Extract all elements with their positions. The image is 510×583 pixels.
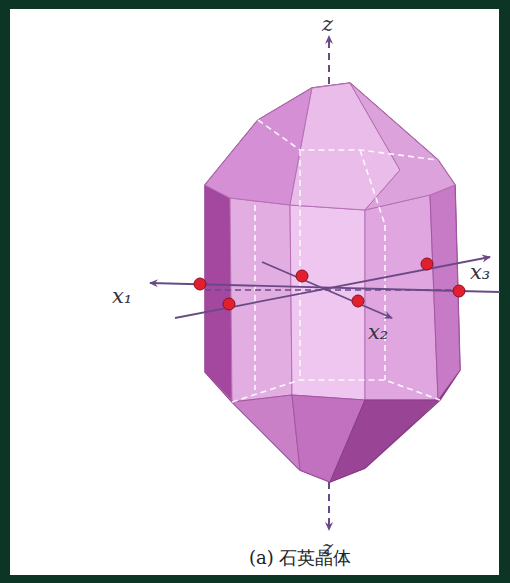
axis-label: x₃ (470, 262, 490, 283)
axis-label: z (322, 14, 333, 35)
axis-label: x₁ (112, 286, 132, 307)
figure-caption: (a) 石英晶体 (249, 549, 352, 567)
axis-label: x₂ (368, 322, 388, 343)
